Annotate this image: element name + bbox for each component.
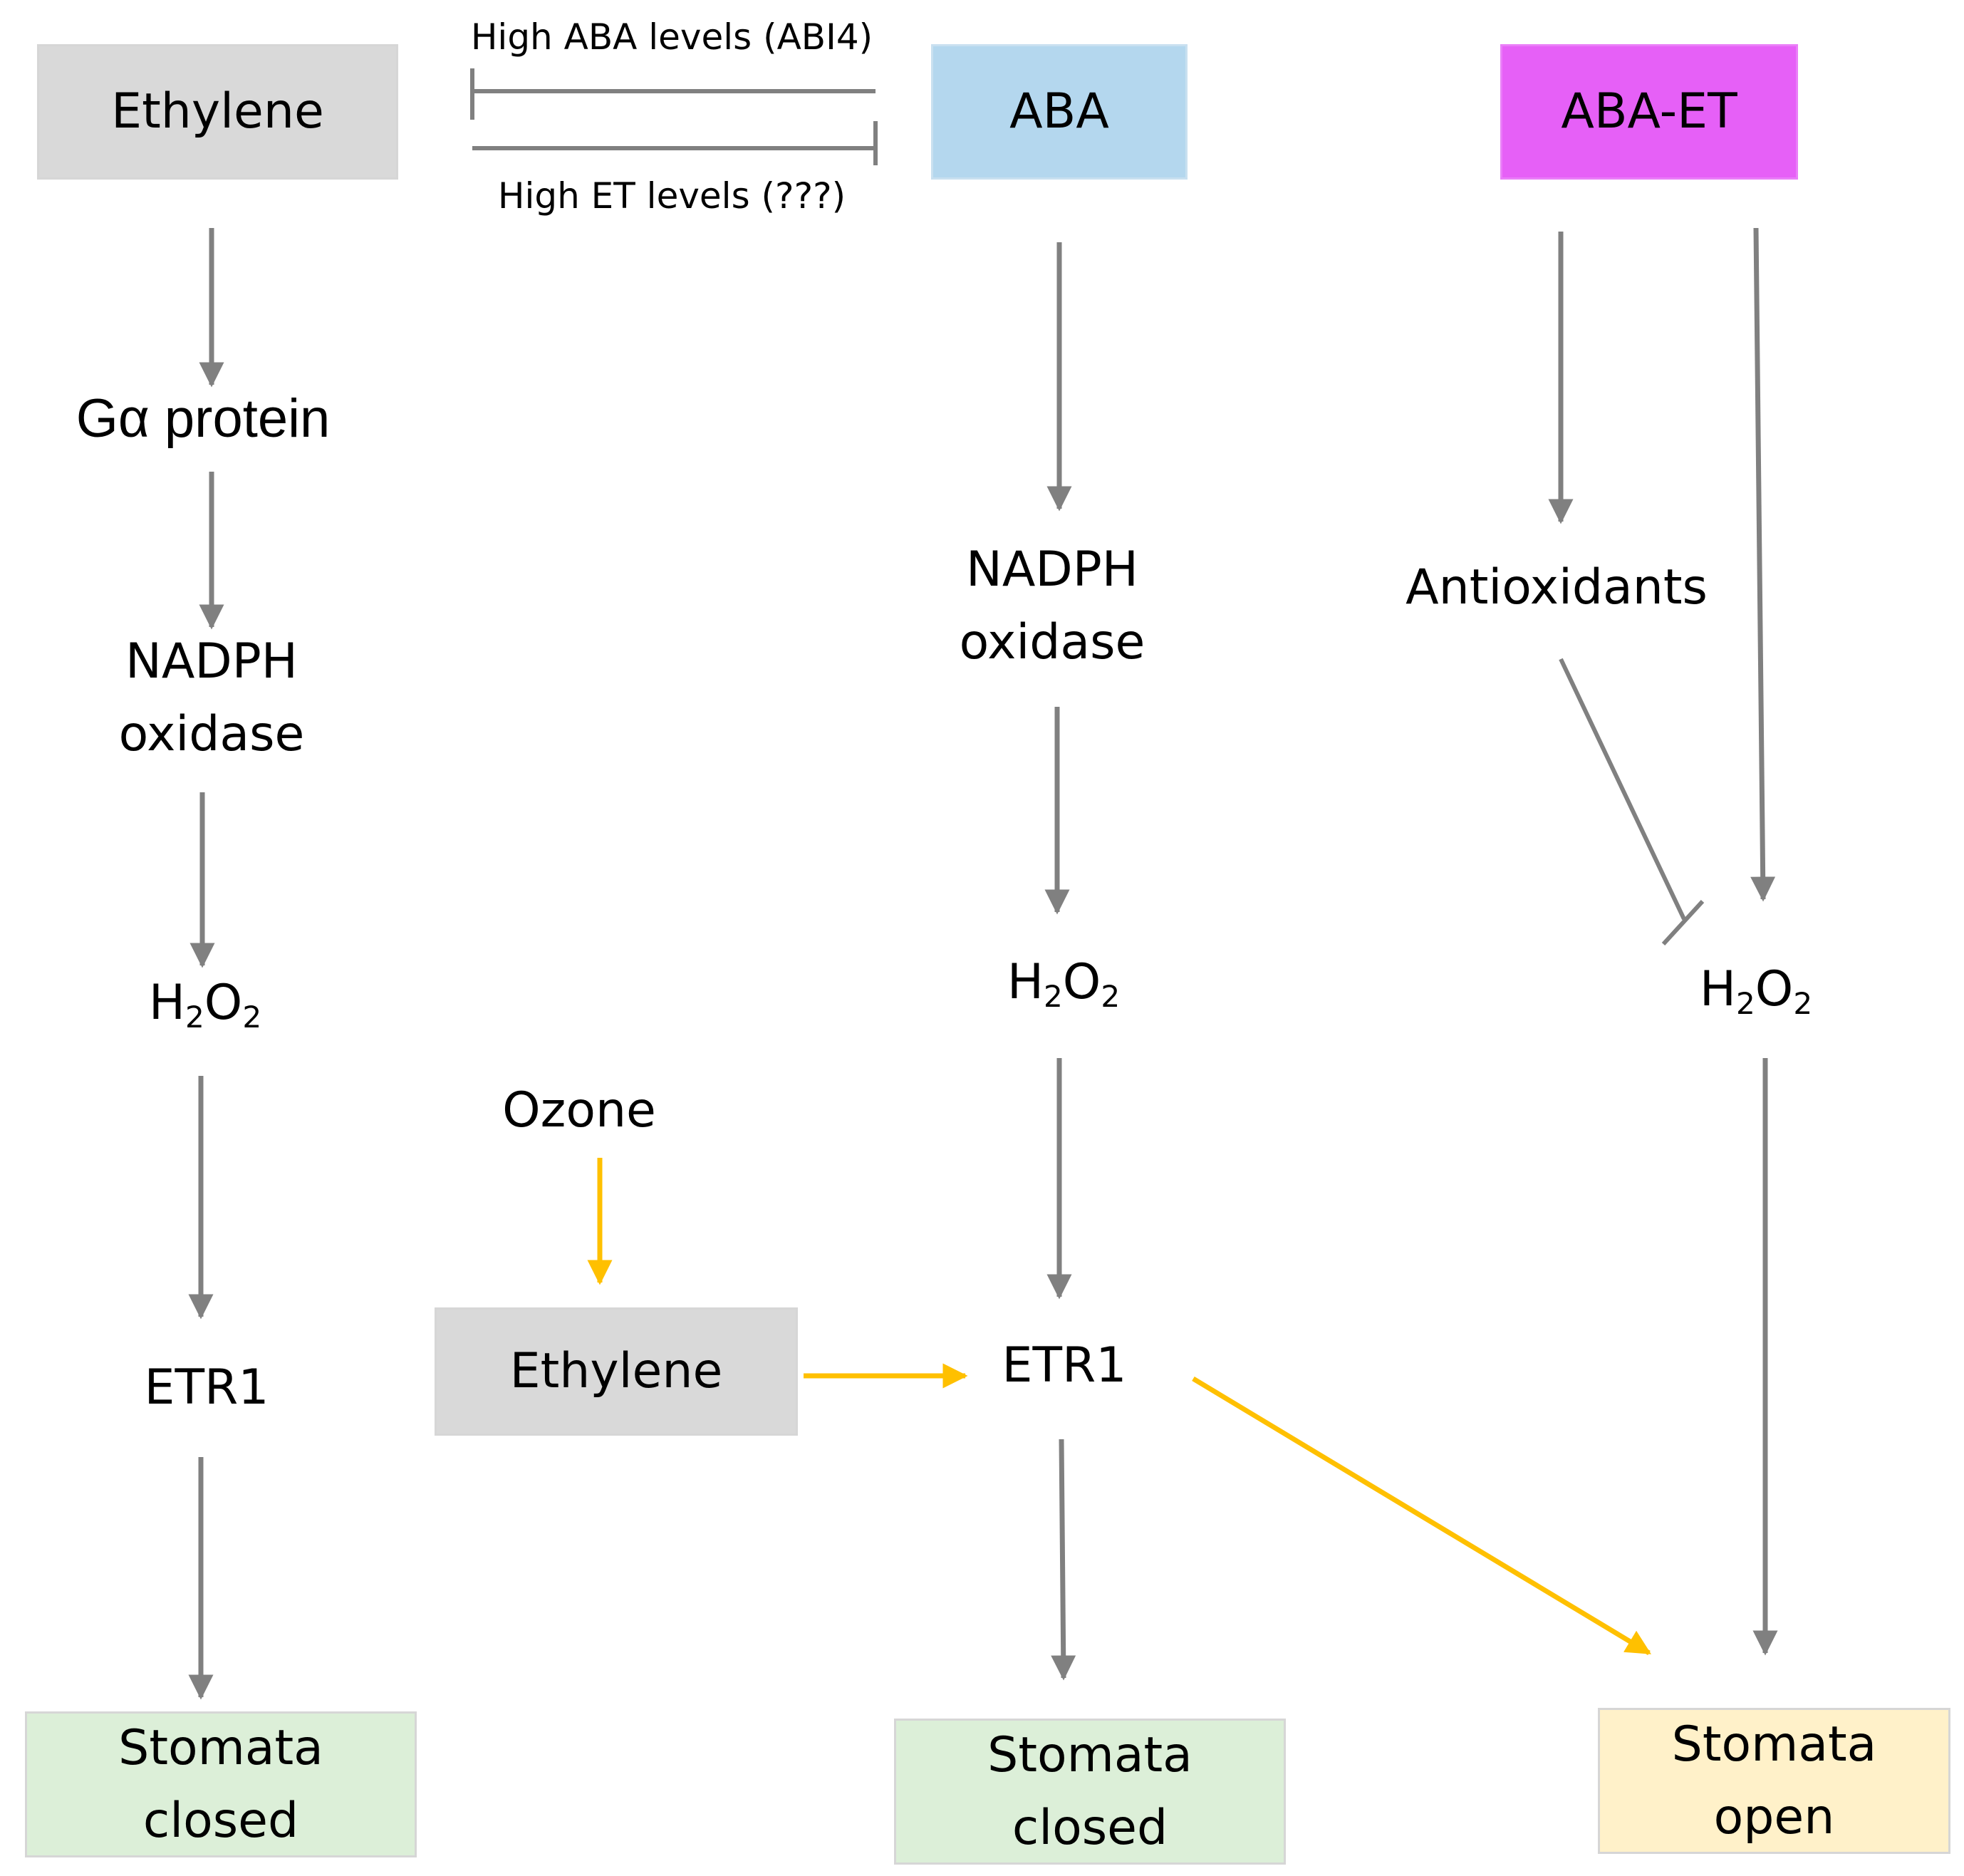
h2o2-label-right: H2O2: [1699, 961, 1813, 1021]
arrow-etr1-to-stomata-closed-mid: [1051, 1439, 1076, 1681]
nadph-line1: NADPH: [125, 633, 298, 690]
aba-label: ABA: [1009, 83, 1109, 140]
etr1-label-left: ETR1: [144, 1359, 269, 1416]
nadph-oxidase-label-left: NADPH oxidase: [119, 626, 305, 771]
high-aba-levels-label: High ABA levels (ABI4): [470, 16, 873, 58]
ethylene-label: Ethylene: [111, 83, 324, 140]
stomata-open-box: Stomata open: [1598, 1708, 1950, 1854]
stomata-closed-box-mid: Stomata closed: [894, 1719, 1286, 1865]
aba-et-box: ABA-ET: [1500, 44, 1798, 180]
ozone-label: Ozone: [502, 1082, 656, 1139]
arrow-aba-et-to-h2o2: [1750, 227, 1776, 902]
ethylene-box: Ethylene: [37, 44, 398, 180]
inhibit-antioxidants-on-h2o2-bar: [1661, 899, 1705, 946]
stomata-line1: Stomata: [118, 1719, 323, 1776]
ethylene-box-ozone: Ethylene: [435, 1307, 798, 1436]
nadph-line2: oxidase: [118, 706, 305, 762]
inhibit-antioxidants-on-h2o2: [1559, 658, 1686, 921]
arrow-etr1-to-stomata-open: [1192, 1377, 1651, 1655]
ethylene-label-ozone: Ethylene: [509, 1343, 723, 1399]
aba-et-label: ABA-ET: [1561, 83, 1737, 140]
stomata-line2: closed: [142, 1792, 299, 1849]
stomata-closed-box-left: Stomata closed: [25, 1711, 417, 1857]
galpha-protein-label: Gα protein: [76, 388, 331, 449]
h2o2-label-left: H2O2: [148, 975, 262, 1035]
aba-box: ABA: [931, 44, 1188, 180]
antioxidants-label: Antioxidants: [1406, 559, 1708, 616]
etr1-label-mid: ETR1: [1002, 1337, 1127, 1394]
high-et-levels-label: High ET levels (???): [497, 175, 846, 217]
h2o2-label-mid: H2O2: [1007, 954, 1121, 1014]
nadph-oxidase-label-mid: NADPH oxidase: [959, 541, 1145, 670]
